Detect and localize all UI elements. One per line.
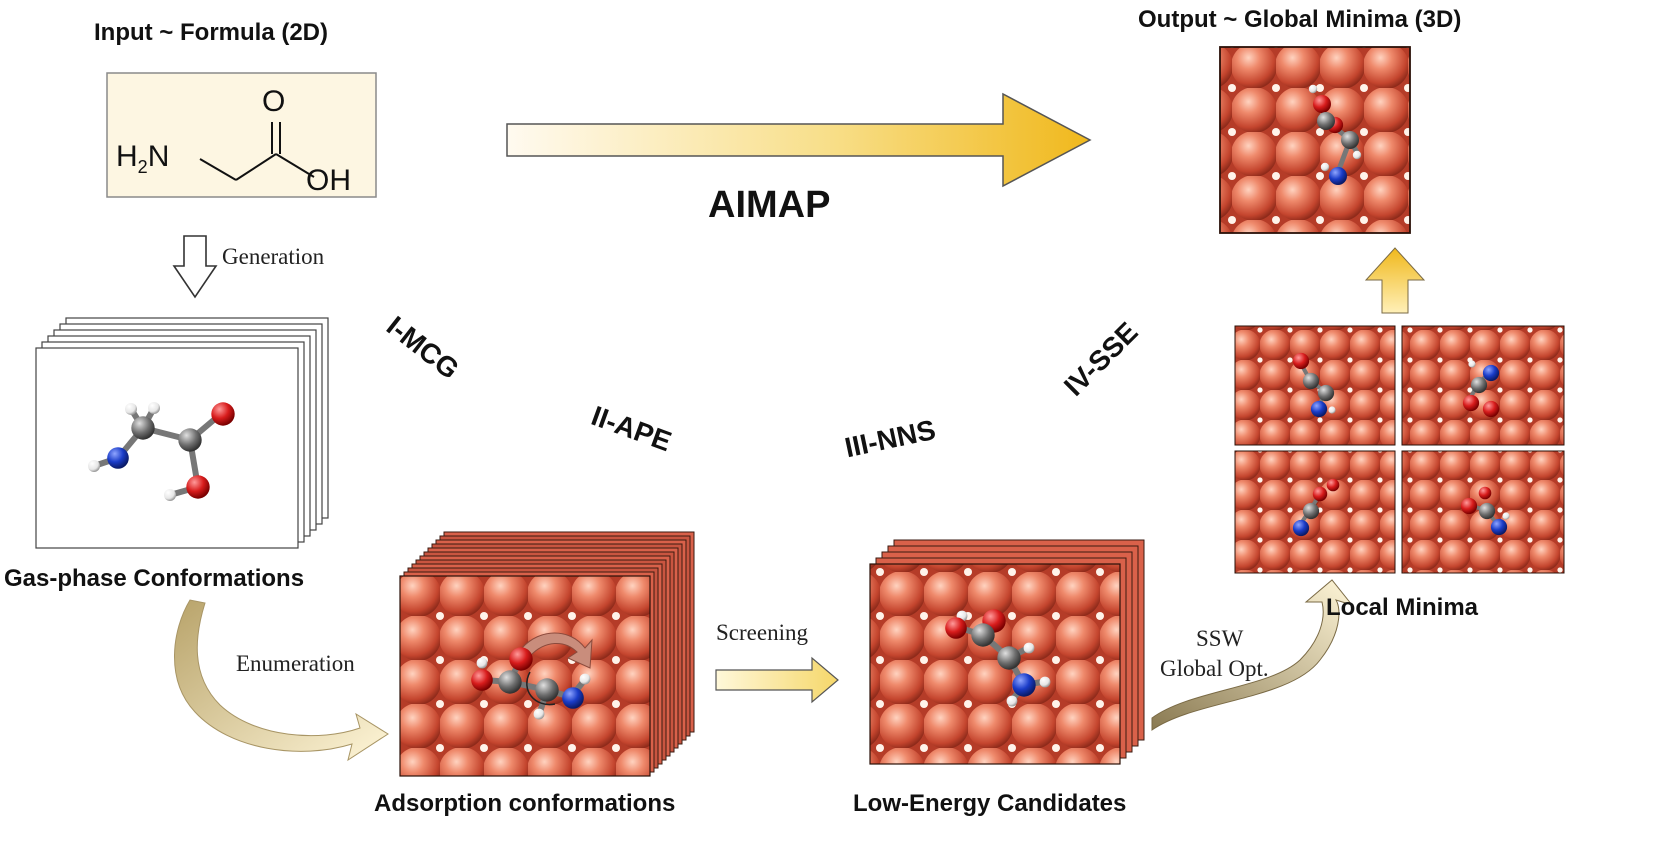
formula-subscript: 2 bbox=[137, 157, 148, 177]
formula-amine: H2N bbox=[116, 140, 169, 178]
gas-phase-caption: Gas-phase Conformations bbox=[4, 565, 305, 592]
up-arrow bbox=[1364, 247, 1426, 314]
generation-label: Generation bbox=[222, 244, 325, 269]
screening-arrow bbox=[715, 656, 839, 704]
input-title: Input ~ Formula (2D) bbox=[94, 19, 328, 46]
formula-hydroxyl: OH bbox=[306, 164, 351, 197]
enumeration-arrow bbox=[174, 599, 389, 762]
local-minima-caption: Local Minima bbox=[1326, 594, 1479, 621]
global-minimum-panel bbox=[1219, 46, 1411, 234]
formula-h: H bbox=[116, 140, 138, 173]
formula-box bbox=[106, 72, 377, 198]
adsorption-stack bbox=[399, 531, 695, 777]
ssw-arrow bbox=[1151, 579, 1354, 731]
generation-arrow bbox=[172, 235, 218, 299]
formula-n: N bbox=[147, 140, 170, 173]
global-opt-label: Global Opt. bbox=[1160, 656, 1269, 681]
rotation-arrow bbox=[521, 632, 593, 669]
low-energy-caption: Low-Energy Candidates bbox=[853, 790, 1127, 817]
glycine-molecule-gas bbox=[88, 402, 235, 501]
glycine-molecule-candidate bbox=[945, 609, 1051, 707]
ssw-label: SSW bbox=[1196, 626, 1244, 651]
adsorption-caption: Adsorption conformations bbox=[374, 790, 676, 817]
aimap-main-arrow bbox=[506, 92, 1092, 188]
output-title: Output ~ Global Minima (3D) bbox=[1138, 6, 1462, 33]
aimap-label: AIMAP bbox=[708, 184, 831, 226]
glycine-molecule-adsorbed bbox=[471, 632, 593, 720]
formula-carbonyl-o: O bbox=[262, 85, 286, 118]
local-minima-grid bbox=[1234, 325, 1565, 574]
formula-bonds bbox=[199, 122, 315, 181]
enumeration-label: Enumeration bbox=[236, 651, 355, 676]
low-energy-stack bbox=[869, 539, 1145, 765]
screening-label: Screening bbox=[716, 620, 808, 645]
